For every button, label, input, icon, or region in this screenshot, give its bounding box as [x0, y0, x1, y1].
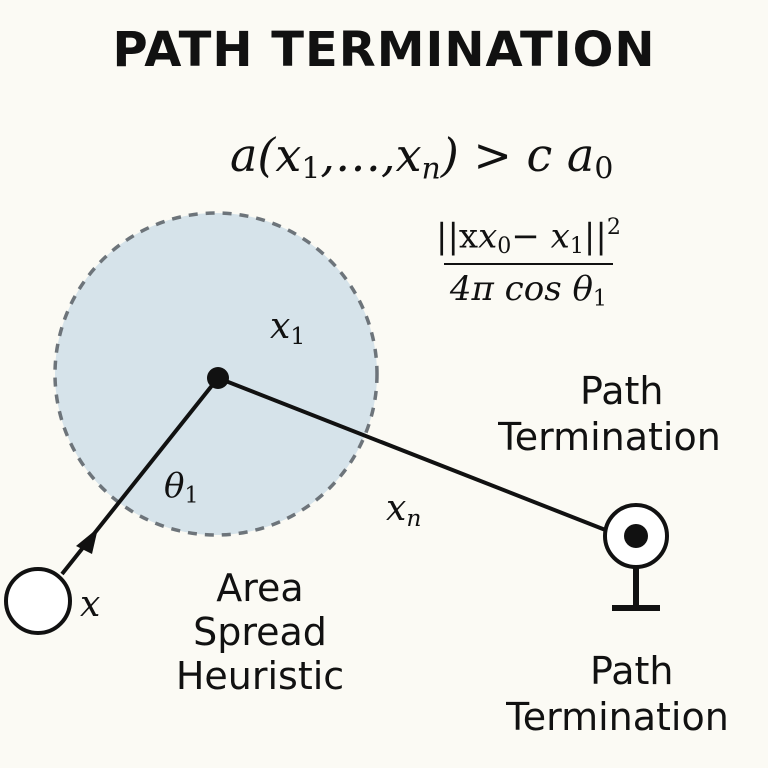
page-title: PATH TERMINATION: [112, 22, 656, 78]
formula-lhs-sub: 1: [301, 151, 321, 187]
termination-target-icon: [603, 503, 669, 611]
fraction-numerator: ||x− xx0− x1||2: [430, 214, 627, 263]
path-term-right-line2: Termination: [498, 415, 721, 459]
numerator-mid: − x: [511, 216, 570, 257]
x1-base: x: [270, 306, 291, 347]
area-fraction: ||x− xx0− x1||2 4π cos θ1: [430, 214, 627, 311]
fraction-denominator: 4π cos θ1: [443, 262, 613, 312]
start-point-circle: [4, 567, 72, 635]
denominator-main: 4π cos θ: [449, 268, 593, 309]
path-term-bottom-line1: Path: [590, 649, 674, 693]
vertex-x1-dot: [207, 367, 229, 389]
x-start-label: x: [80, 584, 101, 625]
theta-base: θ: [164, 466, 185, 506]
x1-label: x1: [270, 306, 305, 350]
x1-sub: 1: [290, 321, 306, 350]
path-term-right-line1: Path: [580, 369, 664, 413]
outgoing-path-segment: [217, 376, 609, 533]
xn-sub: n: [406, 503, 422, 532]
numerator-open: ||x: [436, 216, 479, 257]
area-spread-heuristic-label: Area Spread Heuristic: [150, 566, 370, 698]
formula-lhs: a(x: [230, 128, 302, 182]
xn-label: xn: [386, 488, 421, 532]
numerator-x-a: x: [478, 216, 498, 257]
formula-lhs-sub-n: n: [421, 151, 441, 187]
area-spread-line3: Heuristic: [175, 654, 345, 698]
arrowhead-icon: [76, 528, 98, 554]
numerator-sup: 2: [606, 214, 621, 240]
numerator-sub0: 0: [497, 232, 512, 259]
formula-ellipsis: ,…,x: [320, 128, 422, 182]
termination-inequality: a(x1,…,xn) > c a0: [230, 128, 613, 186]
area-spread-line1: Area: [216, 566, 304, 610]
denominator-sub: 1: [592, 285, 607, 312]
path-termination-right-label: Path Termination: [498, 368, 768, 460]
path-termination-bottom-label: Path Termination: [506, 648, 768, 740]
numerator-close: ||: [583, 216, 607, 257]
formula-rhs: ) > c a: [440, 128, 595, 182]
theta1-label: θ1: [164, 466, 199, 509]
path-term-bottom-line2: Termination: [506, 695, 729, 739]
area-spread-line2: Spread: [193, 610, 327, 654]
numerator-sub1: 1: [569, 232, 584, 259]
xn-base: x: [386, 488, 407, 529]
formula-rhs-sub: 0: [594, 151, 614, 187]
theta-sub: 1: [184, 482, 199, 509]
